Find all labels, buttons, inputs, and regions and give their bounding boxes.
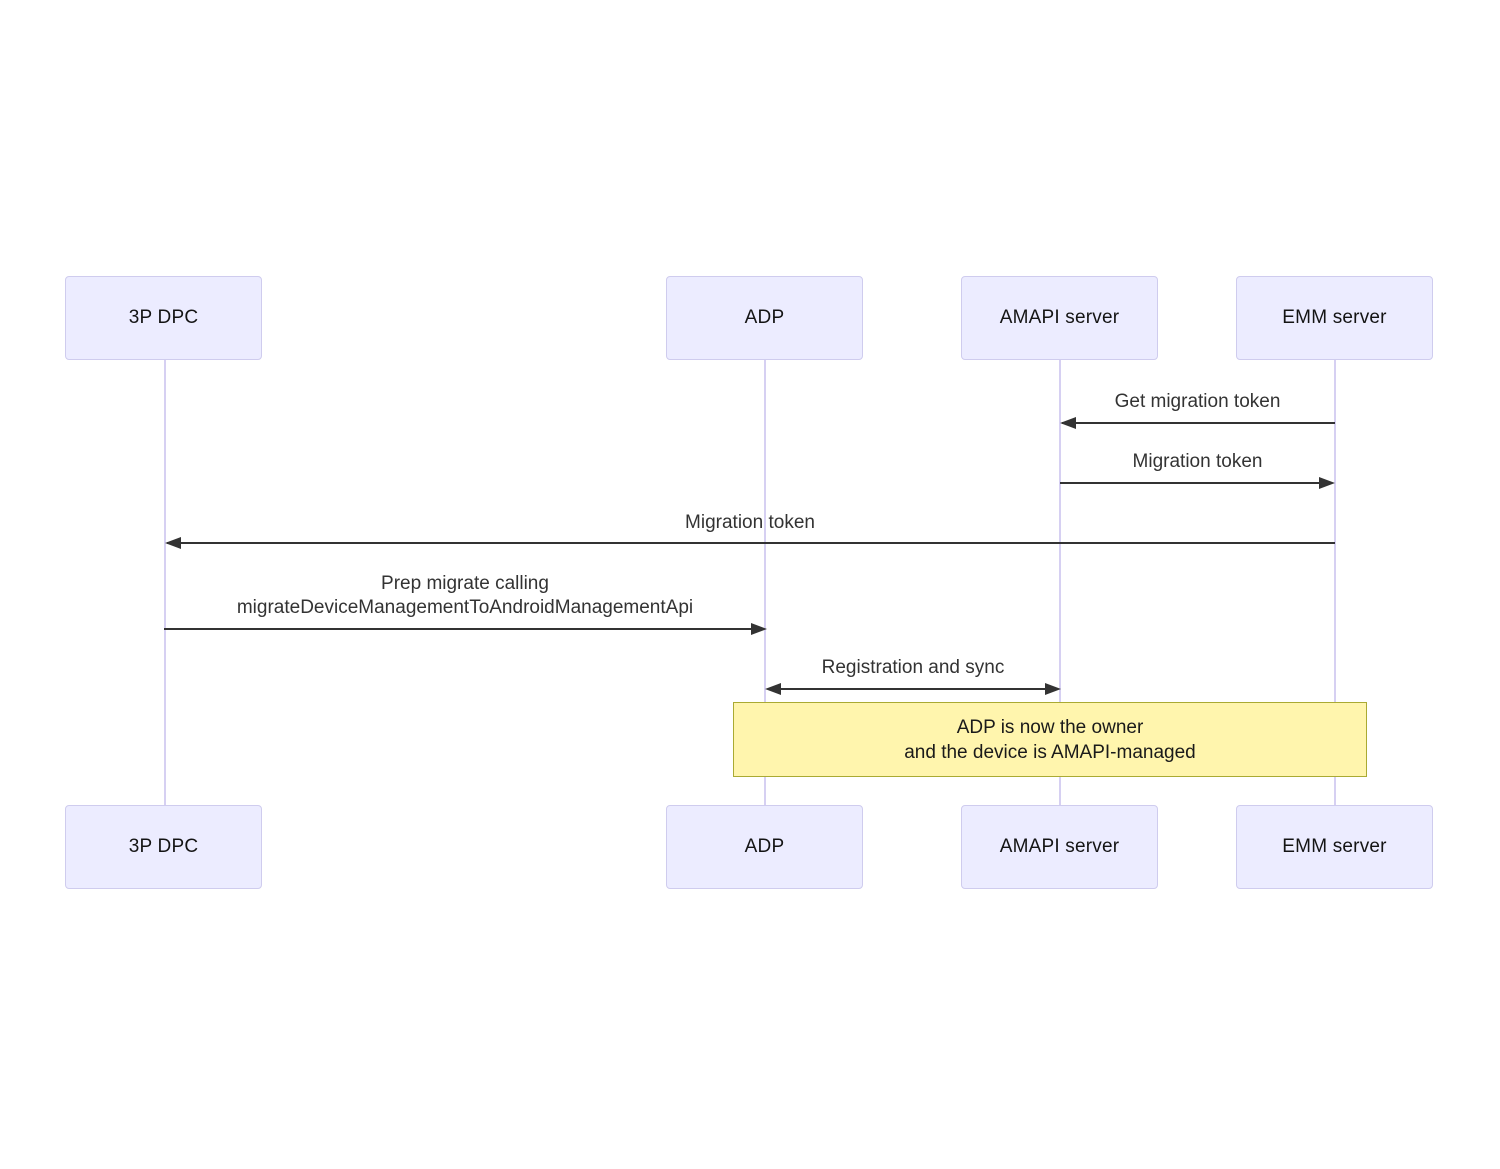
arrowhead-right-icon bbox=[1319, 477, 1335, 489]
message-line bbox=[768, 688, 1048, 690]
message-line bbox=[1062, 422, 1335, 424]
actor-bottom-adp: ADP bbox=[666, 805, 863, 889]
lifeline-amapi-server bbox=[1059, 360, 1061, 806]
note-adp-owner: ADP is now the owner and the device is A… bbox=[733, 702, 1367, 777]
arrowhead-left-icon bbox=[765, 683, 781, 695]
message-label-prep-migrate: Prep migrate calling migrateDeviceManage… bbox=[236, 573, 694, 618]
arrowhead-right-icon bbox=[1045, 683, 1061, 695]
actor-label: ADP bbox=[744, 836, 785, 857]
lifeline-3p-dpc bbox=[164, 360, 166, 806]
lifeline-emm-server bbox=[1334, 360, 1336, 806]
actor-bottom-3p-dpc: 3P DPC bbox=[65, 805, 262, 889]
actor-bottom-emm-server: EMM server bbox=[1236, 805, 1433, 889]
message-label-migration-token: Migration token bbox=[1132, 451, 1263, 472]
message-line bbox=[164, 628, 754, 630]
arrowhead-left-icon bbox=[1060, 417, 1076, 429]
note-text: ADP is now the owner and the device is A… bbox=[904, 716, 1196, 763]
actor-label: ADP bbox=[744, 307, 785, 328]
actor-top-adp: ADP bbox=[666, 276, 863, 360]
message-label-get-migration-token: Get migration token bbox=[1114, 391, 1281, 412]
actor-label: EMM server bbox=[1282, 307, 1387, 328]
actor-label: AMAPI server bbox=[999, 836, 1120, 857]
arrowhead-right-icon bbox=[751, 623, 767, 635]
actor-bottom-amapi-server: AMAPI server bbox=[961, 805, 1158, 889]
actor-label: AMAPI server bbox=[999, 307, 1120, 328]
message-label-migration-token-long: Migration token bbox=[685, 512, 815, 533]
lifeline-adp bbox=[764, 360, 766, 806]
actor-top-amapi-server: AMAPI server bbox=[961, 276, 1158, 360]
message-label-registration-and-sync: Registration and sync bbox=[821, 657, 1005, 678]
message-line bbox=[1060, 482, 1322, 484]
actor-top-3p-dpc: 3P DPC bbox=[65, 276, 262, 360]
actor-label: 3P DPC bbox=[128, 836, 199, 857]
actor-label: 3P DPC bbox=[128, 307, 199, 328]
actor-top-emm-server: EMM server bbox=[1236, 276, 1433, 360]
message-line bbox=[167, 542, 1335, 544]
actor-label: EMM server bbox=[1282, 836, 1387, 857]
arrowhead-left-icon bbox=[165, 537, 181, 549]
